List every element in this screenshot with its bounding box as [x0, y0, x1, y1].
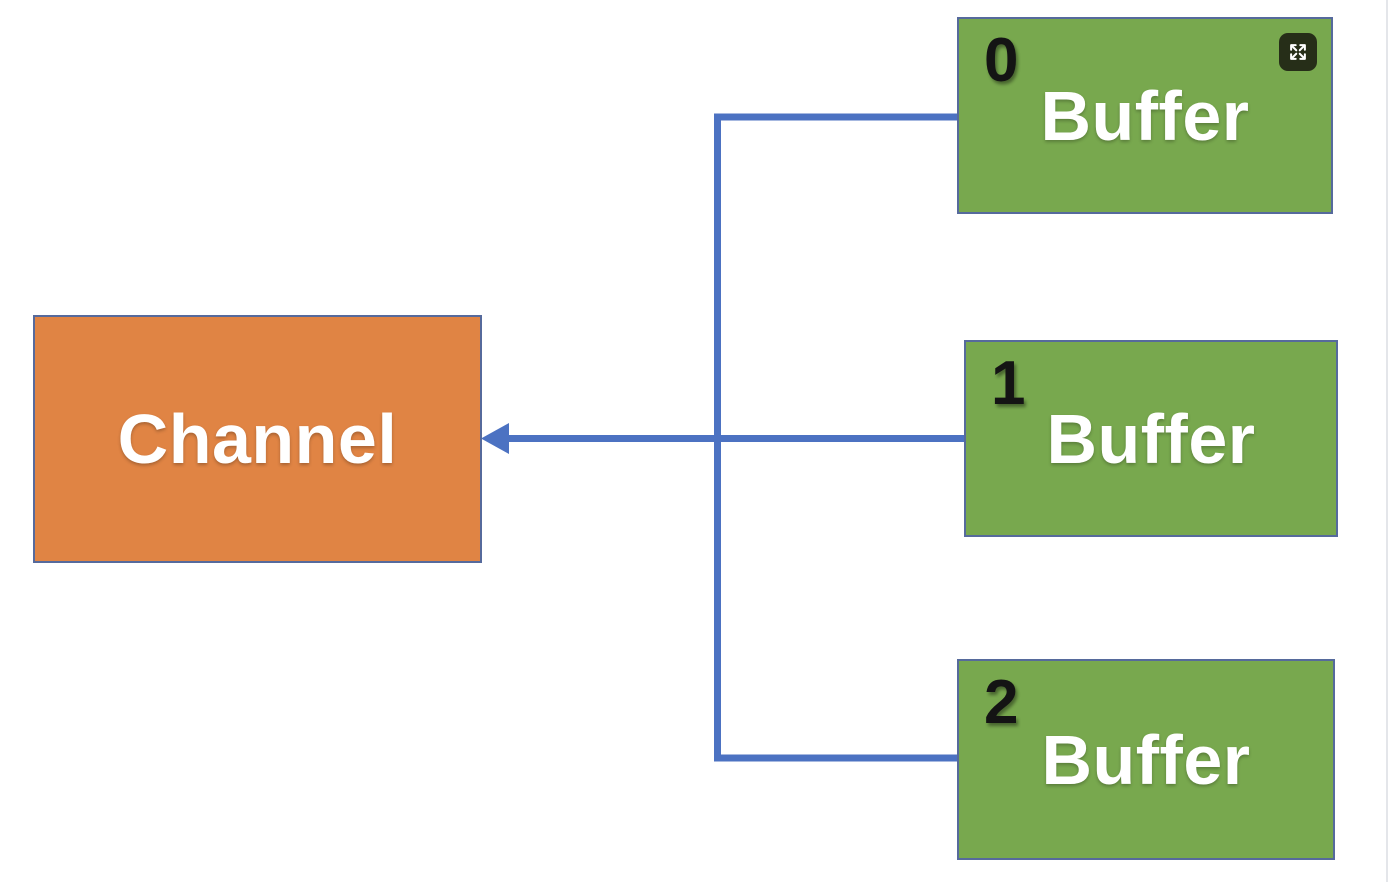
buffer-index-2: 2	[984, 668, 1019, 737]
channel-label: Channel	[117, 400, 398, 478]
buffer-index-0: 0	[984, 26, 1019, 95]
buffer-node-1: 1 Buffer	[964, 340, 1338, 537]
channel-node: Channel	[33, 315, 482, 563]
arrowhead-into-channel	[481, 423, 509, 454]
buffer-label-0: Buffer	[1040, 76, 1250, 155]
expand-icon	[1290, 44, 1306, 60]
buffer-node-0: 0 Buffer	[957, 17, 1333, 214]
buffer-label-2: Buffer	[1041, 720, 1251, 799]
expand-button[interactable]	[1279, 33, 1317, 71]
screenshot-right-edge	[1386, 0, 1388, 882]
buffer-index-1: 1	[991, 349, 1026, 418]
buffer-label-1: Buffer	[1046, 399, 1256, 478]
buffer-node-2: 2 Buffer	[957, 659, 1335, 860]
